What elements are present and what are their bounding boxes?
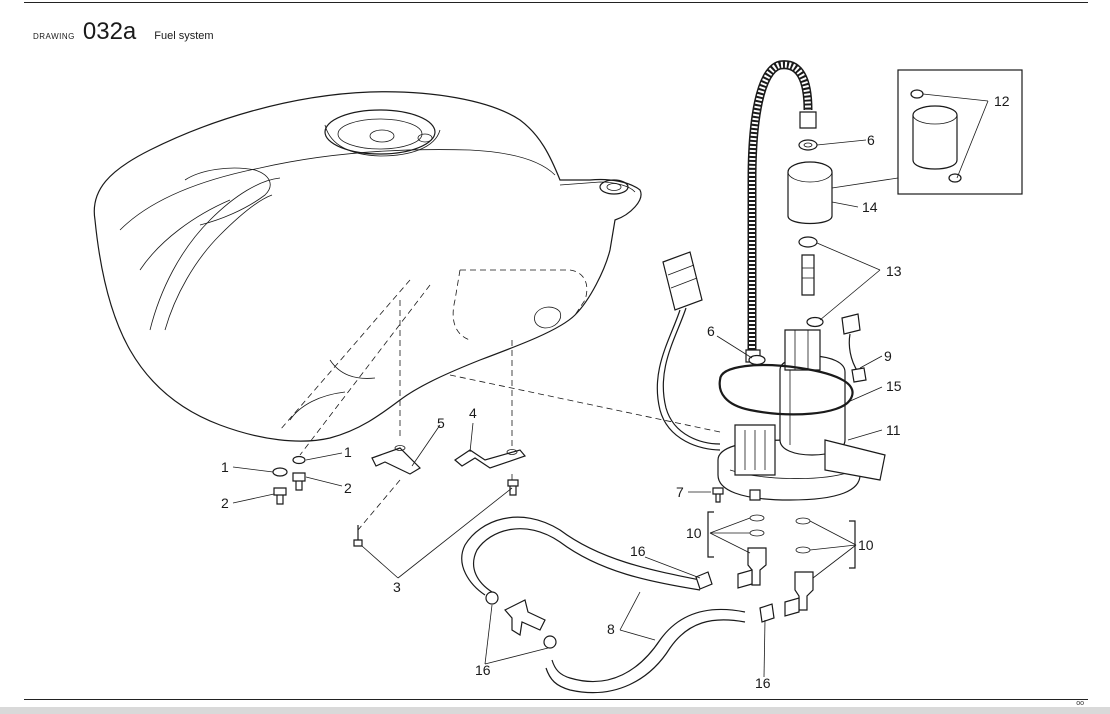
callout-6-top: 6 bbox=[867, 132, 875, 148]
drawing-code: 032a bbox=[82, 18, 137, 45]
callout-3: 3 bbox=[393, 579, 401, 595]
callout-7: 7 bbox=[676, 484, 684, 500]
callout-numbers: 1 2 1 2 3 4 5 6 6 7 8 9 10 10 11 12 13 1… bbox=[221, 93, 1010, 691]
callout-13: 13 bbox=[886, 263, 902, 279]
callout-16-bottom-right: 16 bbox=[755, 675, 771, 691]
callout-14: 14 bbox=[862, 199, 878, 215]
rings-10-left bbox=[737, 514, 767, 589]
callout-9: 9 bbox=[884, 348, 892, 364]
callout-15: 15 bbox=[886, 378, 902, 394]
clamp-6-top bbox=[798, 139, 818, 151]
bracket-5 bbox=[371, 445, 421, 475]
fuel-filter bbox=[787, 161, 833, 225]
page-marker: oo bbox=[1076, 700, 1084, 707]
bracket-marks-10 bbox=[707, 511, 856, 569]
drawing-label: DRAWING bbox=[33, 32, 75, 41]
bottom-rule bbox=[24, 699, 1088, 700]
inset-detail-12 bbox=[831, 69, 1023, 195]
leader-lines bbox=[279, 279, 721, 531]
screws-3 bbox=[353, 479, 519, 547]
callout-2-right: 2 bbox=[344, 480, 352, 496]
corrugated-hose bbox=[745, 60, 817, 363]
callout-1-left: 1 bbox=[221, 459, 229, 475]
callout-10-left: 10 bbox=[686, 525, 702, 541]
callout-12: 12 bbox=[994, 93, 1010, 109]
callout-10-right: 10 bbox=[858, 537, 874, 553]
callout-16-top: 16 bbox=[630, 543, 646, 559]
screw-7 bbox=[712, 487, 724, 503]
callout-leaders bbox=[232, 93, 989, 678]
callout-8: 8 bbox=[607, 621, 615, 637]
sensor-lead bbox=[841, 313, 867, 383]
clamps-13 bbox=[798, 236, 824, 328]
rings-10-right bbox=[784, 517, 814, 617]
fuel-hoses bbox=[461, 516, 775, 694]
washer-screw-left bbox=[272, 455, 306, 505]
fuel-pump-assembly bbox=[717, 329, 886, 501]
drawing-title: Fuel system bbox=[154, 30, 214, 42]
callout-16-bottom-left: 16 bbox=[475, 662, 491, 678]
callout-11: 11 bbox=[886, 422, 901, 438]
clamp-6-lower bbox=[748, 354, 766, 366]
top-rule bbox=[24, 2, 1088, 3]
bottom-band bbox=[0, 707, 1110, 714]
callout-2-left: 2 bbox=[221, 495, 229, 511]
callout-6-lower: 6 bbox=[707, 323, 715, 339]
drawing-header: DRAWING 032a Fuel system bbox=[33, 18, 214, 48]
fuel-tank bbox=[93, 91, 642, 442]
electrical-connector bbox=[656, 251, 721, 451]
callout-5: 5 bbox=[437, 415, 445, 431]
callout-1-right: 1 bbox=[344, 444, 352, 460]
bracket-4 bbox=[454, 449, 527, 469]
callout-4: 4 bbox=[469, 405, 477, 421]
o-ring-seal bbox=[718, 364, 854, 416]
